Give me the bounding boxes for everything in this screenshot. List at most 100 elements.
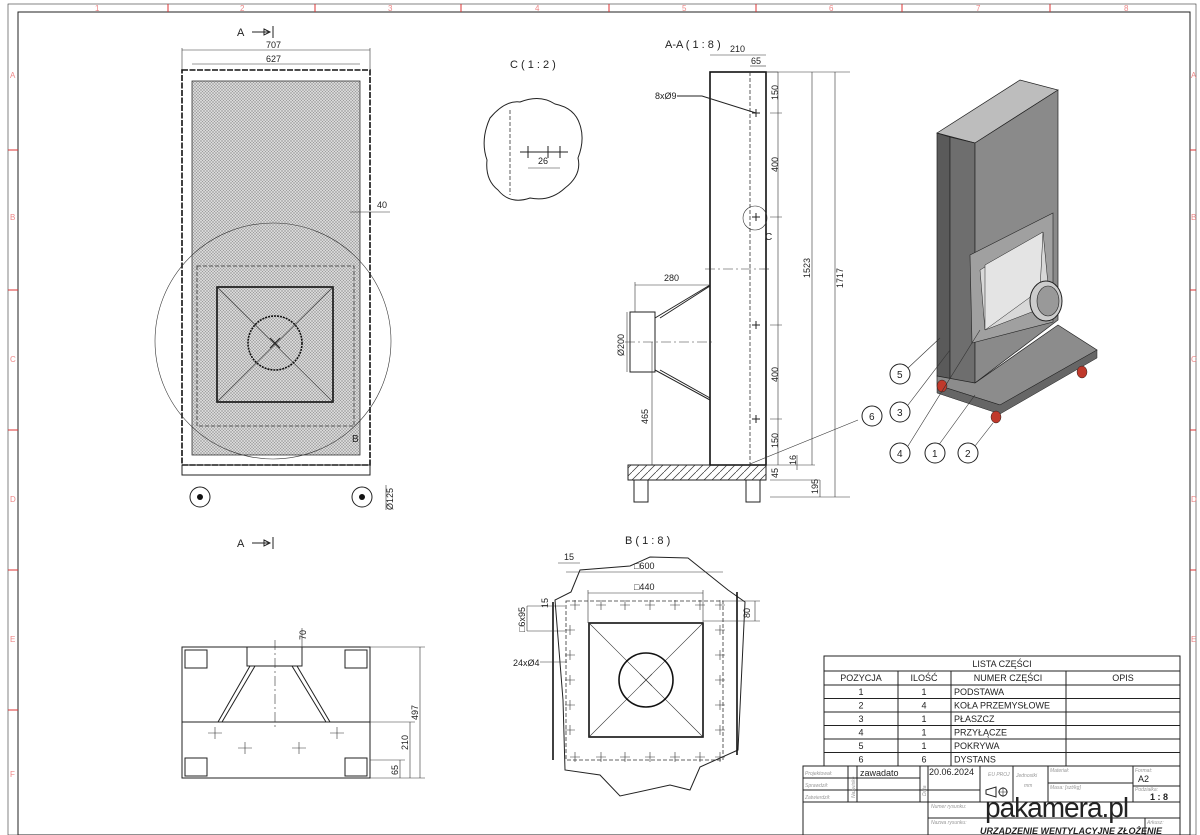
zone-row-c-right: C bbox=[1191, 355, 1197, 364]
cell-position: 6 bbox=[858, 755, 863, 765]
name-label: Nazwisko bbox=[851, 776, 857, 798]
projection-label: EU PROJ bbox=[988, 772, 1010, 778]
balloon-label: 3 bbox=[897, 408, 903, 419]
zone-col-3: 3 bbox=[388, 4, 393, 13]
flange-outline bbox=[196, 265, 355, 427]
cell-quantity: 1 bbox=[921, 687, 926, 697]
drawing-name: URZĄDZENIE WENTYLACYJNE ZŁOŻENIE bbox=[980, 826, 1163, 835]
zone-col-4: 4 bbox=[535, 4, 540, 13]
dim-65-bottom: 65 bbox=[390, 765, 400, 775]
iso-wheel bbox=[936, 379, 948, 393]
zone-row-f: F bbox=[10, 770, 15, 779]
section-marker-a-bottom: A bbox=[237, 538, 245, 550]
header-quantity: ILOŚĆ bbox=[910, 672, 938, 683]
format-value: A2 bbox=[1138, 774, 1149, 784]
balloon-5 bbox=[889, 363, 911, 385]
dim-497: 497 bbox=[410, 705, 420, 720]
dim-707: 707 bbox=[266, 40, 281, 50]
parts-list: LISTA CZĘŚCI POZYCJA ILOŚĆ NUMER CZĘŚCI … bbox=[823, 655, 1181, 767]
units-label: Jednostki bbox=[1015, 773, 1038, 779]
detail-marker-b: B bbox=[352, 434, 359, 445]
balloon-label: 1 bbox=[932, 449, 938, 460]
dim-280: 280 bbox=[664, 273, 679, 283]
scale-label: Podziałka: bbox=[1135, 787, 1159, 793]
cell-part-name: PODSTAWA bbox=[954, 687, 1004, 697]
zone-row-b: B bbox=[10, 213, 15, 222]
format-label: Format: bbox=[1135, 768, 1153, 774]
dim-210-bottom: 210 bbox=[400, 735, 410, 750]
dim-80: 80 bbox=[742, 608, 752, 618]
drawing-name-label: Nazwa rysunku: bbox=[931, 820, 967, 826]
watermark: pakamera.pl bbox=[985, 792, 1128, 823]
balloon-label: 4 bbox=[897, 449, 903, 460]
dim-1523: 1523 bbox=[802, 258, 812, 278]
cell-position: 2 bbox=[858, 701, 863, 711]
detail-b-circle bbox=[154, 222, 392, 460]
cell-position: 4 bbox=[858, 728, 863, 738]
detail-c-outline bbox=[483, 98, 583, 201]
parts-list-title: LISTA CZĘŚCI bbox=[972, 658, 1031, 669]
dim-400-top: 400 bbox=[770, 157, 780, 172]
date-label: Data bbox=[922, 785, 928, 796]
dim-150-top: 150 bbox=[770, 85, 780, 100]
dim-45: 45 bbox=[770, 468, 780, 478]
designer-name: zawadato bbox=[860, 768, 899, 778]
dim-400-bottom: 400 bbox=[770, 367, 780, 382]
base-outline bbox=[181, 646, 371, 779]
dim-440: □440 bbox=[634, 582, 654, 592]
balloon-6 bbox=[861, 405, 883, 427]
zone-row-a: A bbox=[10, 71, 16, 80]
zone-row-a-right: A bbox=[1191, 71, 1197, 80]
mass-label: Masa: [szt/kg] bbox=[1050, 785, 1081, 791]
balloon-label: 2 bbox=[965, 449, 971, 460]
cell-quantity: 1 bbox=[921, 714, 926, 724]
cell-quantity: 4 bbox=[921, 701, 926, 711]
dim-pitch: □6x95 bbox=[517, 607, 527, 632]
approved-by-label: Zatwierdził: bbox=[804, 795, 831, 801]
balloon-1 bbox=[924, 442, 946, 464]
detail-marker-c: C bbox=[765, 232, 772, 243]
zone-col-6: 6 bbox=[829, 4, 834, 13]
sheet-frame: 1 2 3 4 5 6 7 8 A B C D E F A B C D E bbox=[7, 3, 1197, 835]
wheel-left bbox=[189, 486, 211, 508]
inlet-square-detail bbox=[588, 622, 704, 738]
front-view: A 707 627 40 B Ø125 bbox=[154, 26, 395, 510]
base-section bbox=[627, 464, 767, 481]
zone-col-8: 8 bbox=[1124, 4, 1129, 13]
cell-part-name: PŁASZCZ bbox=[954, 714, 995, 724]
inlet-square bbox=[216, 286, 334, 403]
dim-26: 26 bbox=[538, 156, 548, 166]
detail-b-title: B ( 1 : 8 ) bbox=[625, 535, 670, 547]
inlet-circle-detail bbox=[618, 652, 674, 708]
cell-part-name: PRZYŁĄCZE bbox=[954, 728, 1007, 738]
sheet-label: Arkusz: bbox=[1146, 820, 1164, 826]
dim-465: 465 bbox=[640, 409, 650, 424]
hole-note: 8xØ9 bbox=[655, 91, 677, 101]
title-block: Projektował: Sprawdził: Zatwierdził: Naz… bbox=[802, 765, 1181, 835]
isometric-view: 5 3 6 4 1 2 bbox=[861, 79, 1098, 464]
bottom-view: A 70 497 210 65 bbox=[181, 537, 425, 779]
detail-b-outline bbox=[554, 556, 746, 797]
header-part-number: NUMER CZĘŚCI bbox=[974, 672, 1043, 683]
header-position: POZYCJA bbox=[840, 673, 882, 683]
cell-position: 5 bbox=[858, 741, 863, 751]
zone-row-d-right: D bbox=[1191, 495, 1197, 504]
section-a-a-view: A-A ( 1 : 8 ) 210 65 8xØ9 C 150 400 400 … bbox=[616, 39, 859, 503]
section-title: A-A ( 1 : 8 ) bbox=[665, 39, 721, 51]
wheel-right bbox=[351, 486, 373, 508]
cell-quantity: 1 bbox=[921, 741, 926, 751]
dim-duct-dia: Ø200 bbox=[616, 334, 626, 356]
dim-150-bottom: 150 bbox=[770, 433, 780, 448]
zone-row-e-right: E bbox=[1191, 635, 1196, 644]
filter-mesh bbox=[191, 80, 361, 456]
zone-row-d: D bbox=[10, 495, 16, 504]
dim-70: 70 bbox=[298, 630, 308, 640]
cell-part-name: KOŁA PRZEMYSŁOWE bbox=[954, 701, 1050, 711]
inlet-circle bbox=[247, 315, 303, 371]
zone-row-e: E bbox=[10, 635, 15, 644]
balloon-4 bbox=[889, 442, 911, 464]
design-date: 20.06.2024 bbox=[929, 767, 974, 777]
scale-value: 1 : 8 bbox=[1150, 792, 1168, 802]
checked-by-label: Sprawdził: bbox=[805, 783, 829, 789]
